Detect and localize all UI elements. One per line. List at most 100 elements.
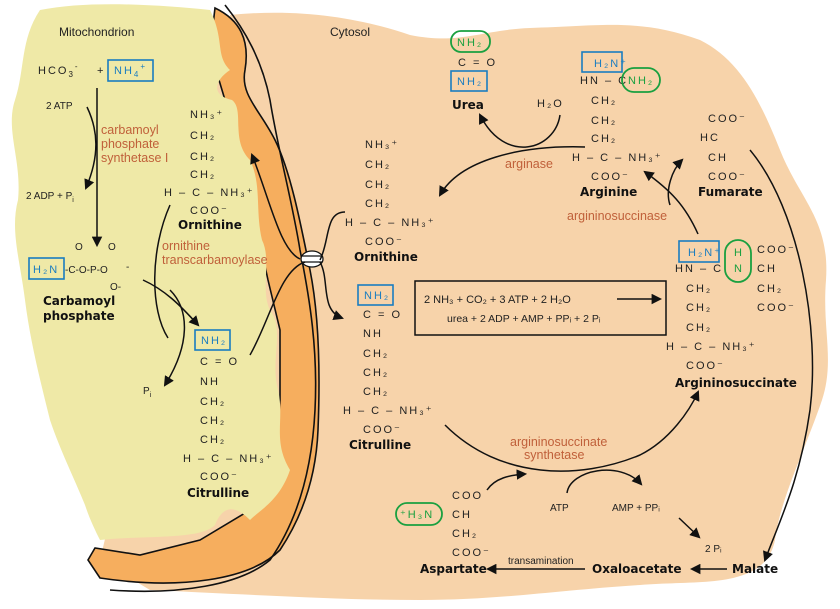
svg-text:CH₂: CH₂ xyxy=(686,283,712,295)
svg-text:NH₃⁺: NH₃⁺ xyxy=(365,139,399,151)
svg-text:CH₂: CH₂ xyxy=(190,151,216,163)
svg-text:CH₂: CH₂ xyxy=(363,348,389,360)
argininosuccinate-to-arginine-arrow xyxy=(643,170,699,235)
svg-text:NH: NH xyxy=(200,376,220,388)
svg-text:carbamoyl: carbamoyl xyxy=(101,123,159,137)
atp-input-cytosol: ATP xyxy=(550,503,569,514)
svg-text:COO⁻: COO⁻ xyxy=(190,205,229,217)
svg-text:Argininosuccinate: Argininosuccinate xyxy=(675,376,797,390)
svg-text:NH₃⁺: NH₃⁺ xyxy=(190,109,224,121)
water-reactant: H₂O xyxy=(537,98,564,110)
svg-text:NH₂: NH₂ xyxy=(364,290,390,302)
svg-text:C = O: C = O xyxy=(458,57,497,69)
svg-text:Ornithine: Ornithine xyxy=(178,218,242,232)
ass-enzyme-label: argininosuccinate synthetase xyxy=(510,435,607,462)
arginine-to-ornithine-arrow xyxy=(438,146,586,197)
cps-enzyme-label: carbamoyl phosphate synthetase I xyxy=(101,123,168,165)
svg-text:H – C – NH₃⁺: H – C – NH₃⁺ xyxy=(666,341,757,353)
cytosol-label: Cytosol xyxy=(330,25,370,39)
argininosuccinate: H₂N⁺ HN – C H N COO⁻ CH CH₂ COO⁻ CH₂ CH₂… xyxy=(666,239,797,390)
membrane-transporter xyxy=(300,250,324,268)
svg-text:N: N xyxy=(734,263,744,275)
svg-text:CH₂: CH₂ xyxy=(591,95,617,107)
svg-text:Aspartate: Aspartate xyxy=(420,562,487,576)
svg-text:CH₂: CH₂ xyxy=(200,396,226,408)
citrulline-to-argininosuccinate-arrow xyxy=(444,390,700,472)
svg-text:COO: COO xyxy=(452,490,483,502)
svg-text:argininosuccinate: argininosuccinate xyxy=(510,435,607,449)
svg-text:H₂N: H₂N xyxy=(33,264,59,276)
svg-text:synthetase I: synthetase I xyxy=(101,151,168,165)
svg-text:CH₂: CH₂ xyxy=(365,179,391,191)
svg-text:CH: CH xyxy=(452,509,472,521)
svg-text:COO⁻: COO⁻ xyxy=(757,244,796,256)
atp-to-amp-arrow xyxy=(566,469,643,494)
svg-text:⁺H₃N: ⁺H₃N xyxy=(400,509,434,521)
svg-text:CH₂: CH₂ xyxy=(365,198,391,210)
svg-text:H₂N⁺: H₂N⁺ xyxy=(594,58,628,70)
svg-text:CH₂: CH₂ xyxy=(200,415,226,427)
citrulline-to-cytosol-arrow xyxy=(319,261,344,321)
svg-text:CH₂: CH₂ xyxy=(365,159,391,171)
svg-text:O: O xyxy=(108,242,116,253)
svg-text:Urea: Urea xyxy=(452,98,484,112)
fumarate: COO⁻ HC CH COO⁻ Fumarate xyxy=(698,113,763,199)
adp-output: 2 ADP + Pi xyxy=(26,191,74,204)
cytosol-ornithine-to-transporter xyxy=(319,211,346,261)
svg-text:COO⁻: COO⁻ xyxy=(452,547,491,559)
svg-text:H – C – NH₃⁺: H – C – NH₃⁺ xyxy=(183,453,274,465)
svg-text:CH₂: CH₂ xyxy=(686,302,712,314)
svg-text:transcarbamoylase: transcarbamoylase xyxy=(162,253,268,267)
svg-text:CH: CH xyxy=(757,263,777,275)
fumarate-to-malate-arrow xyxy=(749,149,814,562)
hco3-reactant: HCO3- + xyxy=(38,62,103,79)
fumarate-release-arrow xyxy=(667,158,684,206)
pi-output: Pi xyxy=(143,386,152,399)
svg-text:CH₂: CH₂ xyxy=(190,130,216,142)
ppi-hydrolysis-arrow xyxy=(678,517,701,539)
svg-text:synthetase: synthetase xyxy=(524,448,585,462)
svg-text:H – C – NH₃⁺: H – C – NH₃⁺ xyxy=(572,152,663,164)
svg-text:COO⁻: COO⁻ xyxy=(686,360,725,372)
svg-text:HC: HC xyxy=(700,132,720,144)
atp-side-arrow xyxy=(84,106,97,190)
svg-text:COO⁻: COO⁻ xyxy=(757,302,796,314)
svg-text:Arginine: Arginine xyxy=(580,185,637,199)
mito-ornithine: NH₃⁺ CH₂ CH₂ CH₂ H – C – NH₃⁺ COO⁻ Ornit… xyxy=(164,109,255,232)
oxaloacetate: Oxaloacetate xyxy=(592,562,681,576)
svg-text:H: H xyxy=(734,247,744,259)
svg-text:CH₂: CH₂ xyxy=(686,322,712,334)
otc-enzyme-label: ornithine transcarbamoylase xyxy=(162,239,268,267)
mito-citrulline: NH₂ C = O NH CH₂ CH₂ CH₂ H – C – NH₃⁺ CO… xyxy=(183,329,274,500)
svg-text:Fumarate: Fumarate xyxy=(698,185,763,199)
svg-text:NH: NH xyxy=(363,328,383,340)
svg-text:phosphate: phosphate xyxy=(43,309,115,323)
svg-text:H – C – NH₃⁺: H – C – NH₃⁺ xyxy=(345,217,436,229)
svg-text:COO⁻: COO⁻ xyxy=(591,171,630,183)
svg-text:H – C – NH₃⁺: H – C – NH₃⁺ xyxy=(164,187,255,199)
atp-input: 2 ATP xyxy=(46,101,73,112)
svg-text:Ornithine: Ornithine xyxy=(354,250,418,264)
ornithine-to-otc-arc xyxy=(154,204,171,339)
urea-release-arrow xyxy=(479,113,561,148)
two-pi-output: 2 Pᵢ xyxy=(705,544,722,555)
svg-text:NH₂: NH₂ xyxy=(628,75,654,87)
svg-text:Citrulline: Citrulline xyxy=(187,486,249,500)
svg-text:H – C – NH₃⁺: H – C – NH₃⁺ xyxy=(343,405,434,417)
transamination-label: transamination xyxy=(508,556,574,567)
argininosuccinase-label: argininosuccinase xyxy=(567,209,667,223)
svg-text:NH₂: NH₂ xyxy=(201,335,227,347)
ornithine-import-arrow xyxy=(250,153,301,260)
svg-text:Carbamoyl: Carbamoyl xyxy=(43,294,115,308)
svg-text:NH4+: NH4+ xyxy=(114,62,147,79)
urea: NH₂ C = O NH₂ Urea xyxy=(450,30,497,112)
amp-ppi-output: AMP + PPᵢ xyxy=(612,503,660,514)
svg-text:-: - xyxy=(126,262,129,273)
svg-text:CH₂: CH₂ xyxy=(190,169,216,181)
mitochondrion-region xyxy=(11,4,291,540)
svg-text:NH₂: NH₂ xyxy=(457,37,483,49)
svg-text:phosphate: phosphate xyxy=(101,137,159,151)
svg-text:HN – C: HN – C xyxy=(675,263,723,275)
aspartate-input-arrow xyxy=(486,469,528,491)
